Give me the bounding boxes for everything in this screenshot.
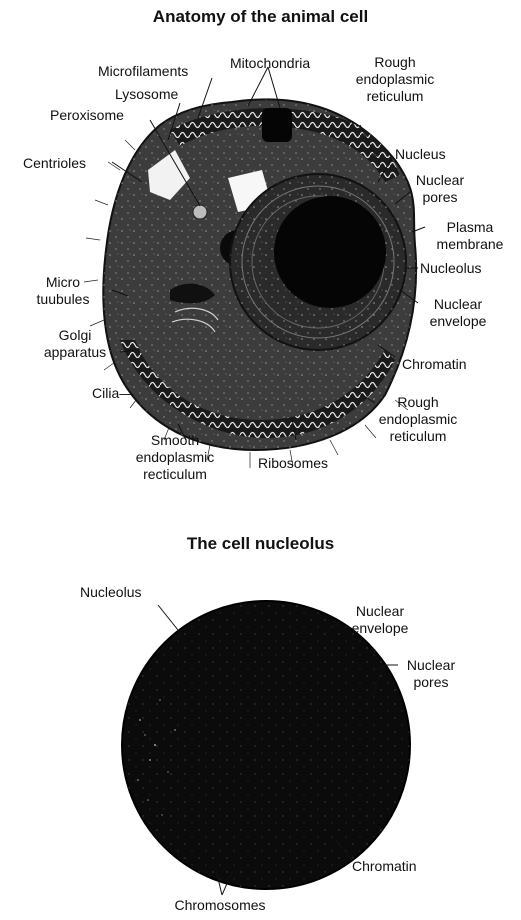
label-chromatin-bottom: Chromatin: [352, 858, 417, 875]
label-chromosomes: Chromosomes: [160, 897, 280, 914]
label-nuclear-pores-bottom: Nuclear pores: [396, 657, 466, 691]
label-nucleolus-bottom: Nucleolus: [80, 584, 141, 601]
label-nuclear-envelope-bottom: Nuclear envelope: [340, 603, 420, 637]
